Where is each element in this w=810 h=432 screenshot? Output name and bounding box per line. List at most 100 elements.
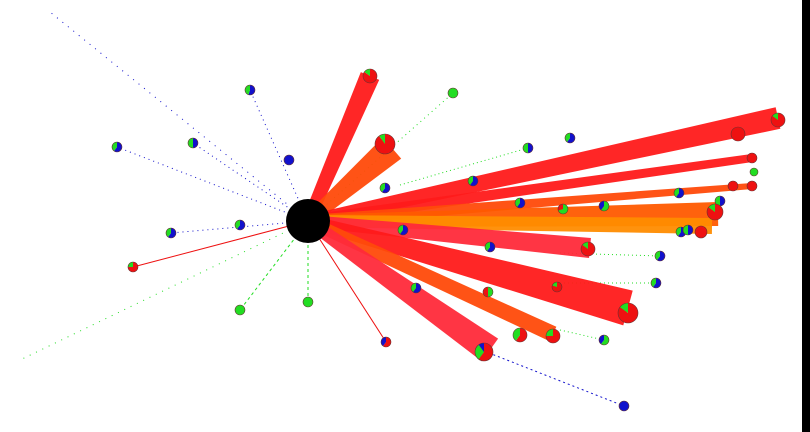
pie-slice	[601, 335, 610, 345]
pie-node-icon[interactable]	[362, 68, 378, 84]
pie-node-icon[interactable]	[410, 282, 422, 294]
pie-node-icon[interactable]	[673, 187, 685, 199]
pie-node-icon[interactable]	[244, 84, 256, 96]
pie-node-icon[interactable]	[580, 241, 596, 257]
wedges-layer	[302, 72, 781, 362]
pie-node-icon[interactable]	[598, 200, 610, 212]
pie-slice	[398, 225, 403, 235]
pie-node-icon[interactable]	[654, 250, 666, 262]
pie-slice	[483, 287, 488, 297]
pie-node-outline	[410, 282, 422, 294]
pie-node-outline	[482, 286, 494, 298]
edge-wedge	[302, 72, 380, 224]
pie-slice	[413, 283, 422, 293]
pie-node-icon[interactable]	[474, 342, 494, 362]
pie-node-icon[interactable]	[522, 142, 534, 154]
pie-slice	[448, 88, 458, 98]
pie-slice	[599, 201, 604, 211]
pie-node-icon[interactable]	[598, 334, 610, 346]
pie-node-icon[interactable]	[746, 152, 758, 164]
pie-node-outline	[522, 142, 534, 154]
pie-node-icon[interactable]	[482, 286, 494, 298]
pie-slice	[468, 176, 473, 186]
pie-slice	[515, 328, 527, 342]
pie-slice	[517, 198, 526, 208]
pie-slice	[111, 142, 117, 152]
hub-node-icon[interactable]	[286, 199, 330, 243]
pie-node-icon[interactable]	[111, 141, 123, 153]
pie-node-icon[interactable]	[397, 224, 409, 236]
pie-slice	[523, 143, 528, 153]
edge-wedge	[305, 215, 557, 342]
pie-slice	[478, 343, 484, 352]
pie-node-icon[interactable]	[380, 336, 392, 348]
pie-node-outline	[746, 152, 758, 164]
pie-node-icon[interactable]	[484, 241, 496, 253]
pie-node-outline	[746, 180, 758, 192]
pie-slice	[688, 225, 693, 235]
pie-node-icon[interactable]	[694, 225, 708, 239]
pie-node-outline	[694, 225, 708, 239]
pie-slice	[381, 337, 386, 347]
pie-node-outline	[187, 137, 199, 149]
pie-node-icon[interactable]	[618, 400, 630, 412]
pie-node-icon[interactable]	[551, 281, 563, 293]
pie-node-outline	[673, 187, 685, 199]
pie-slice	[731, 127, 745, 141]
edge-wedge	[306, 107, 781, 227]
pie-node-icon[interactable]	[545, 328, 561, 344]
pie-node-outline	[564, 132, 576, 144]
pie-slice	[411, 283, 416, 293]
pie-node-outline	[165, 227, 177, 239]
pie-slice	[400, 225, 408, 236]
pie-node-icon[interactable]	[770, 112, 786, 128]
pie-node-icon[interactable]	[234, 304, 246, 316]
pie-node-icon[interactable]	[706, 203, 724, 221]
pie-node-icon[interactable]	[564, 132, 576, 144]
pie-node-outline	[234, 219, 246, 231]
pie-slice	[114, 142, 123, 152]
pie-node-outline	[598, 200, 610, 212]
pie-slice	[567, 133, 576, 144]
pie-node-icon[interactable]	[512, 327, 528, 343]
pie-slice	[284, 155, 294, 165]
pie-node-icon[interactable]	[746, 180, 758, 192]
pie-node-outline	[650, 277, 662, 289]
pie-node-icon[interactable]	[187, 137, 199, 149]
pie-node-outline	[512, 327, 528, 343]
pie-node-icon[interactable]	[730, 126, 746, 142]
pie-slice	[382, 183, 390, 193]
pie-node-icon[interactable]	[557, 203, 569, 215]
pie-node-icon[interactable]	[447, 87, 459, 99]
pie-node-icon[interactable]	[302, 296, 314, 308]
pie-node-outline	[283, 154, 295, 166]
pie-node-icon[interactable]	[749, 167, 759, 177]
pie-slice	[237, 220, 245, 231]
pie-node-outline	[244, 84, 256, 96]
pie-node-outline	[467, 175, 479, 187]
pie-slice	[248, 85, 256, 95]
pie-node-icon[interactable]	[650, 277, 662, 289]
pie-node-outline	[302, 296, 314, 308]
pie-slice	[383, 337, 391, 347]
pie-node-icon[interactable]	[467, 175, 479, 187]
pie-slice	[552, 282, 557, 287]
pie-node-outline	[397, 224, 409, 236]
pie-node-icon[interactable]	[379, 182, 391, 194]
pie-node-outline	[557, 203, 569, 215]
pie-node-outline	[234, 304, 246, 316]
pie-node-icon[interactable]	[617, 302, 639, 324]
pie-node-icon[interactable]	[234, 219, 246, 231]
pie-node-icon[interactable]	[727, 180, 739, 192]
pie-node-icon[interactable]	[514, 197, 526, 209]
pie-node-icon[interactable]	[374, 133, 396, 155]
pie-slice	[168, 228, 177, 238]
pie-node-icon[interactable]	[127, 261, 139, 273]
edge-line	[483, 350, 625, 407]
pie-slice	[565, 133, 570, 143]
pie-slice	[601, 201, 610, 211]
pie-node-icon[interactable]	[165, 227, 177, 239]
pie-node-icon[interactable]	[682, 224, 694, 236]
pie-node-icon[interactable]	[283, 154, 295, 166]
pie-slice	[363, 69, 378, 84]
